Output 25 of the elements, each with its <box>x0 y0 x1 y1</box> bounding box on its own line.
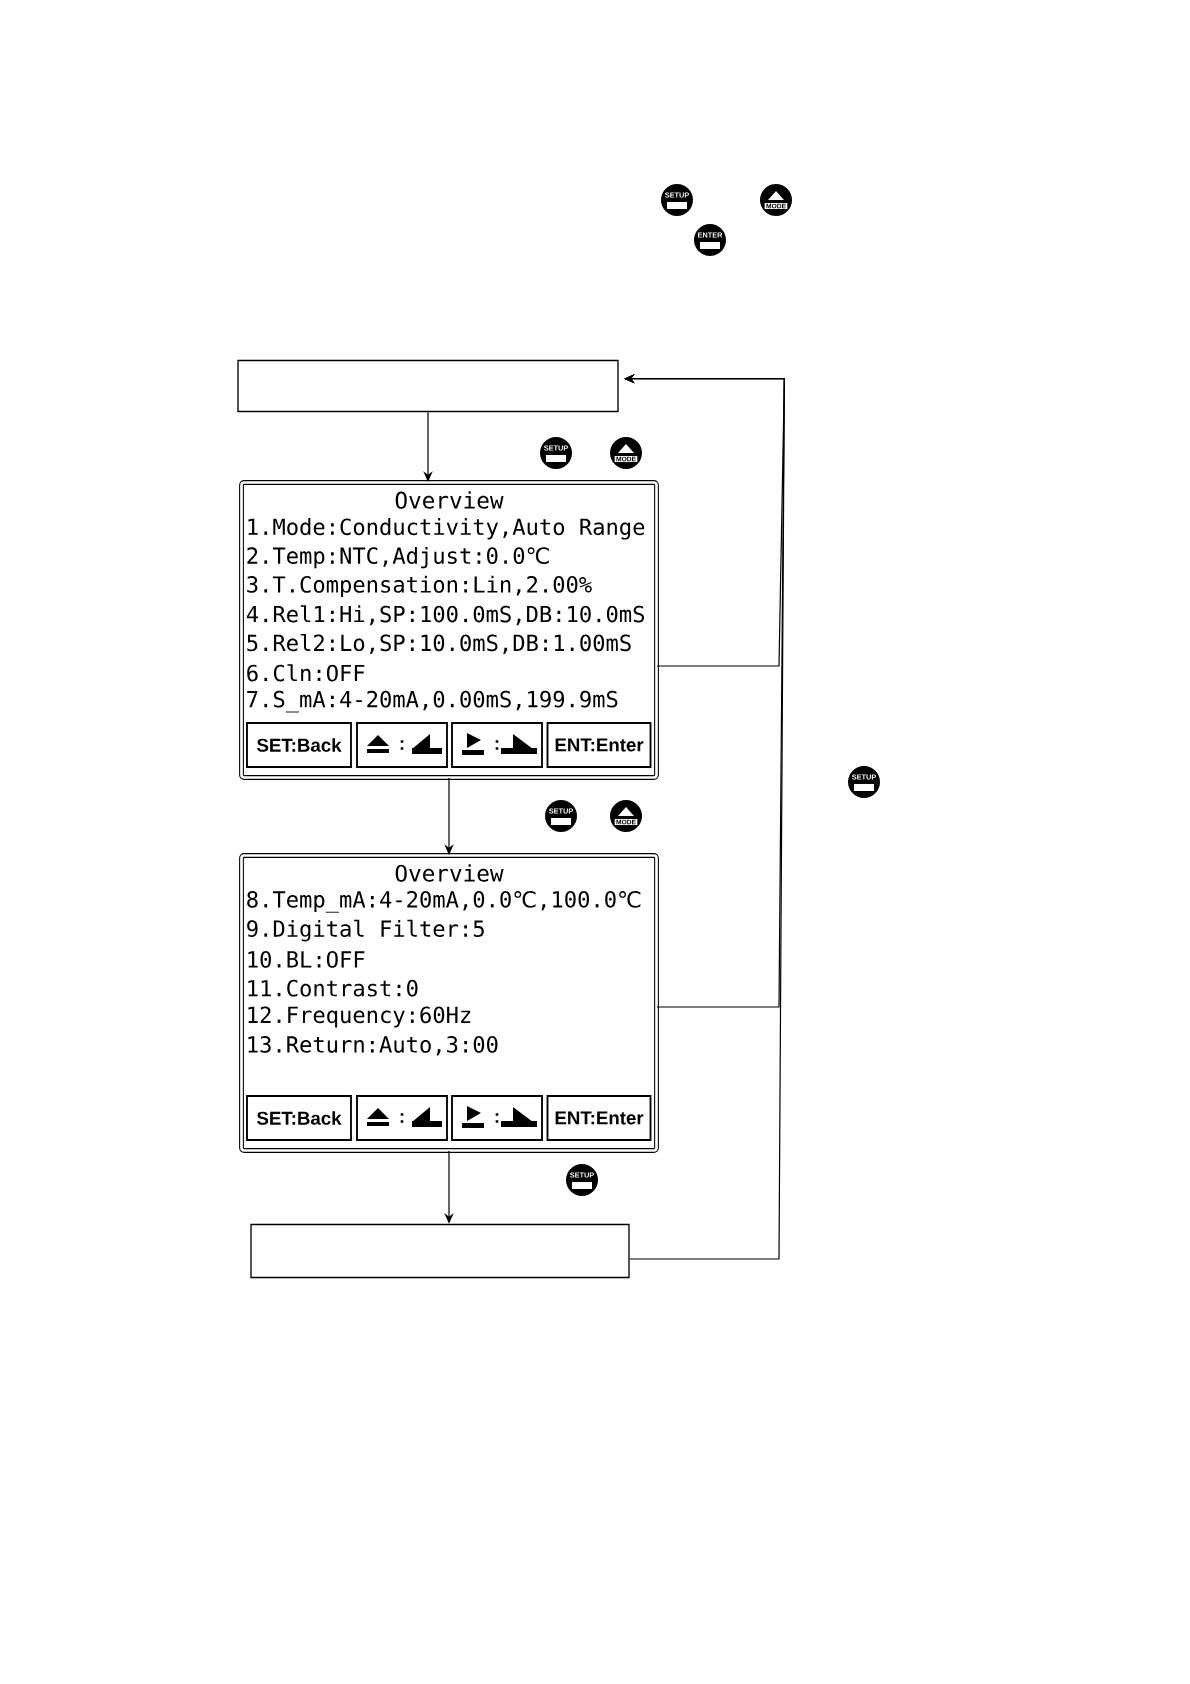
softkey-button: : <box>356 1095 448 1141</box>
menu-line: 12.Frequency:60Hz <box>248 1006 471 1028</box>
softkey-button: : <box>451 1095 543 1141</box>
softkey-button: SET:Back <box>246 722 352 768</box>
menu-line: 5.Rel2:Lo,SP:10.0mS,DB:1.00mS <box>247 634 631 654</box>
menu-line: 11.Contrast:0 <box>248 979 418 997</box>
empty-box <box>237 359 619 413</box>
softkey-button: : <box>356 722 448 768</box>
menu-line: 9.Digital Filter:5 <box>247 919 484 942</box>
softkey-button: ENT:Enter <box>546 1095 652 1141</box>
menu-line: 2.Temp:NTC,Adjust:0.0℃ <box>247 546 549 569</box>
softkey-button: SET:Back <box>246 1095 352 1141</box>
menu-line: 6.Cln:OFF <box>247 664 365 682</box>
menu-line: 7.S_mA:4-20mA,0.00mS,199.9mS <box>247 690 618 713</box>
empty-box <box>250 1223 630 1279</box>
menu-line: 4.Rel1:Hi,SP:100.0mS,DB:10.0mS <box>246 605 645 626</box>
softkey-button: : <box>451 722 543 768</box>
softkey-button: ENT:Enter <box>546 722 652 768</box>
menu-line: 13.Return:Auto,3:00 <box>248 1036 498 1056</box>
menu-line: 8.Temp_mA:4-20mA,0.0℃,100.0℃ <box>247 891 641 913</box>
screen-title: Overview <box>395 864 504 882</box>
menu-line: 1.Mode:Conductivity,Auto Range <box>248 518 645 540</box>
menu-line: 3.T.Compensation:Lin,2.00% <box>247 575 592 598</box>
menu-line: 10.BL:OFF <box>248 951 365 968</box>
screen-title: Overview <box>395 491 504 509</box>
